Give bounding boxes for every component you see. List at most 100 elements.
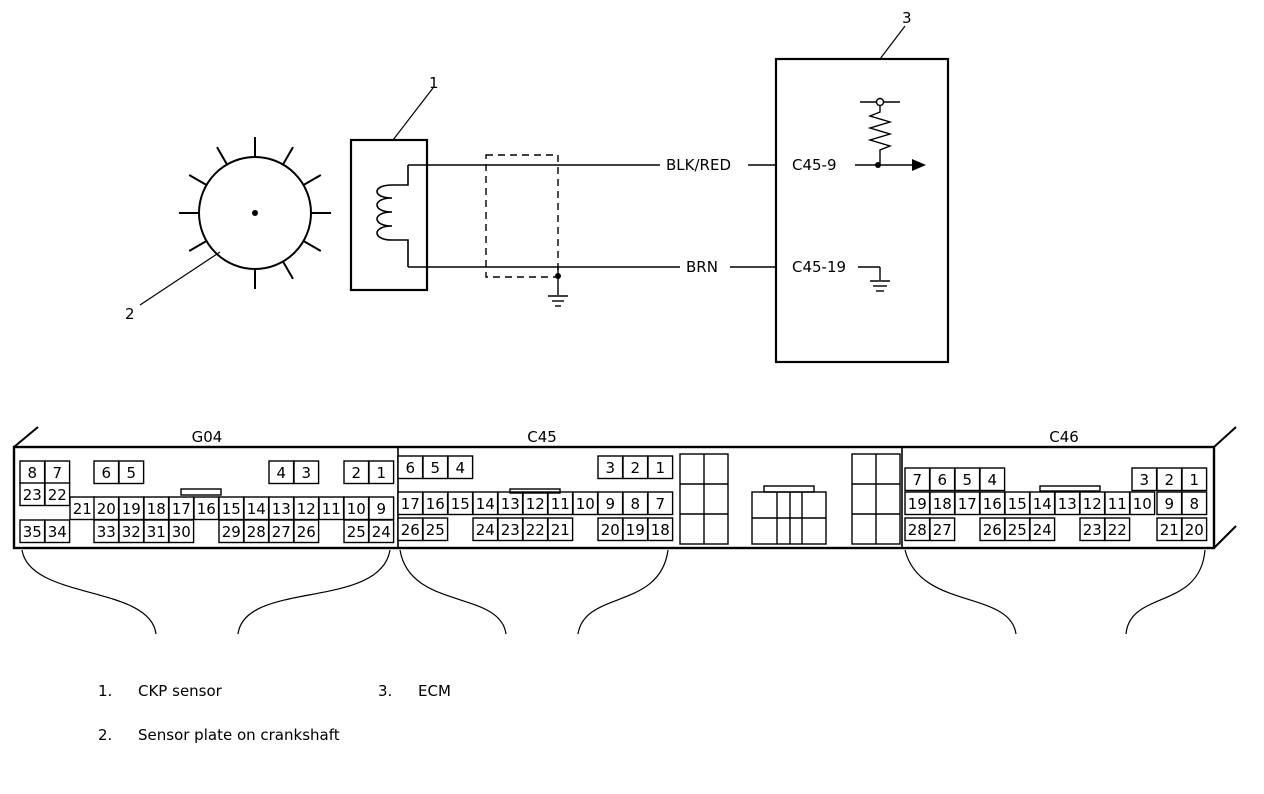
pin-cell-c46: 1 bbox=[1181, 467, 1208, 492]
legend-num: 2. bbox=[98, 726, 113, 744]
pin-number: 20 bbox=[1185, 521, 1204, 539]
legend-num: 1. bbox=[98, 682, 113, 700]
pin-cell-g04: 23 bbox=[19, 482, 46, 507]
pin-number: 6 bbox=[102, 464, 112, 482]
pin-number: 20 bbox=[97, 500, 116, 518]
pin-cell-g04: 12 bbox=[293, 496, 320, 521]
pin-cell-c45: 10 bbox=[572, 491, 599, 516]
pin-number: 12 bbox=[1083, 495, 1102, 513]
pin-cell-c46: 15 bbox=[1004, 491, 1031, 516]
pin-number: 5 bbox=[431, 459, 441, 477]
pin-number: 27 bbox=[933, 521, 952, 539]
pin-number: 1 bbox=[1190, 471, 1200, 489]
pin-number: 14 bbox=[247, 500, 266, 518]
ecm-connector-housing bbox=[12, 445, 1216, 550]
pin-cell-c45: 2 bbox=[622, 455, 649, 480]
pin-cell-c45: 18 bbox=[647, 517, 674, 542]
pin-cell-g04: 13 bbox=[268, 496, 295, 521]
pin-cell-c45: 19 bbox=[622, 517, 649, 542]
pin-cell-g04: 25 bbox=[343, 519, 370, 544]
legend-text: ECM bbox=[418, 682, 451, 700]
pin-cell-c46: 27 bbox=[929, 517, 956, 542]
pin-number: 24 bbox=[476, 521, 495, 539]
pin-number: 6 bbox=[938, 471, 948, 489]
pin-cell-c46: 26 bbox=[979, 517, 1006, 542]
pin-cell-g04: 7 bbox=[44, 460, 71, 485]
pin-cell-g04: 6 bbox=[93, 460, 120, 485]
pin-cell-g04: 4 bbox=[268, 460, 295, 485]
pin-cell-c46: 28 bbox=[904, 517, 931, 542]
pin-number: 2 bbox=[352, 464, 362, 482]
callout-2-leader bbox=[139, 251, 221, 306]
plate-tooth bbox=[282, 146, 294, 166]
sensor-plate-teeth bbox=[179, 137, 331, 289]
pin-number: 19 bbox=[122, 500, 141, 518]
pin-number: 16 bbox=[983, 495, 1002, 513]
pin-cell-c46: 8 bbox=[1181, 491, 1208, 516]
pin-cell-g04: 30 bbox=[168, 519, 195, 544]
pin-number: 7 bbox=[913, 471, 923, 489]
pin-number: 11 bbox=[551, 495, 570, 513]
pin-number: 5 bbox=[963, 471, 973, 489]
pin-number: 21 bbox=[73, 500, 92, 518]
connector-c45-label: C45 bbox=[527, 428, 557, 446]
c45-latch bbox=[509, 488, 561, 494]
pin-number: 21 bbox=[1160, 521, 1179, 539]
pin-cell-g04: 33 bbox=[93, 519, 120, 544]
plate-tooth bbox=[282, 260, 294, 280]
pin-number: 8 bbox=[631, 495, 641, 513]
pin-number: 22 bbox=[1108, 521, 1127, 539]
pin-cell-g04: 22 bbox=[44, 482, 71, 507]
ckp-coil bbox=[376, 165, 409, 267]
pin-cell-g04: 29 bbox=[218, 519, 245, 544]
pin-number: 22 bbox=[48, 486, 67, 504]
legend-text: Sensor plate on crankshaft bbox=[138, 726, 340, 744]
pin-number: 26 bbox=[983, 521, 1002, 539]
pin-number: 28 bbox=[908, 521, 927, 539]
pin-number: 32 bbox=[122, 523, 141, 541]
pin-cell-g04: 5 bbox=[118, 460, 145, 485]
pin-number: 10 bbox=[1133, 495, 1152, 513]
pin-cell-g04: 16 bbox=[193, 496, 220, 521]
connector-g04-label: G04 bbox=[192, 428, 223, 446]
pin-cell-c46: 4 bbox=[979, 467, 1006, 492]
pin-number: 5 bbox=[127, 464, 137, 482]
pin-number: 16 bbox=[197, 500, 216, 518]
pin-cell-g04: 2 bbox=[343, 460, 370, 485]
pin-cell-c46: 19 bbox=[904, 491, 931, 516]
pin-cell-c46: 10 bbox=[1129, 491, 1156, 516]
pin-number: 23 bbox=[501, 521, 520, 539]
pin-cell-g04: 17 bbox=[168, 496, 195, 521]
pin-cell-g04: 11 bbox=[318, 496, 345, 521]
g04-latch bbox=[180, 488, 222, 496]
pin-number: 17 bbox=[958, 495, 977, 513]
connector-c46-label: C46 bbox=[1049, 428, 1079, 446]
pin-number: 12 bbox=[297, 500, 316, 518]
callout-3-leader bbox=[879, 25, 906, 60]
callout-1: 1 bbox=[429, 74, 439, 92]
pin-cell-c46: 6 bbox=[929, 467, 956, 492]
pin-cell-g04: 10 bbox=[343, 496, 370, 521]
ground-terminal: C45-19 bbox=[792, 258, 846, 276]
pin-number: 28 bbox=[247, 523, 266, 541]
pin-cell-c46: 5 bbox=[954, 467, 981, 492]
wire-shield bbox=[485, 154, 559, 278]
legend-text: CKP sensor bbox=[138, 682, 222, 700]
pin-number: 23 bbox=[23, 486, 42, 504]
pin-cell-g04: 21 bbox=[69, 496, 96, 521]
pin-number: 10 bbox=[576, 495, 595, 513]
pin-number: 8 bbox=[28, 464, 38, 482]
pin-number: 30 bbox=[172, 523, 191, 541]
pin-cell-c46: 12 bbox=[1079, 491, 1106, 516]
pin-number: 9 bbox=[377, 500, 387, 518]
pin-number: 1 bbox=[377, 464, 387, 482]
pin-cell-g04: 14 bbox=[243, 496, 270, 521]
signal-wire-color: BLK/RED bbox=[666, 156, 731, 174]
pin-number: 25 bbox=[1008, 521, 1027, 539]
pin-number: 7 bbox=[53, 464, 63, 482]
pin-cell-g04: 9 bbox=[368, 496, 395, 521]
pin-number: 10 bbox=[347, 500, 366, 518]
pin-number: 4 bbox=[277, 464, 287, 482]
pin-number: 21 bbox=[551, 521, 570, 539]
pin-cell-c46: 16 bbox=[979, 491, 1006, 516]
